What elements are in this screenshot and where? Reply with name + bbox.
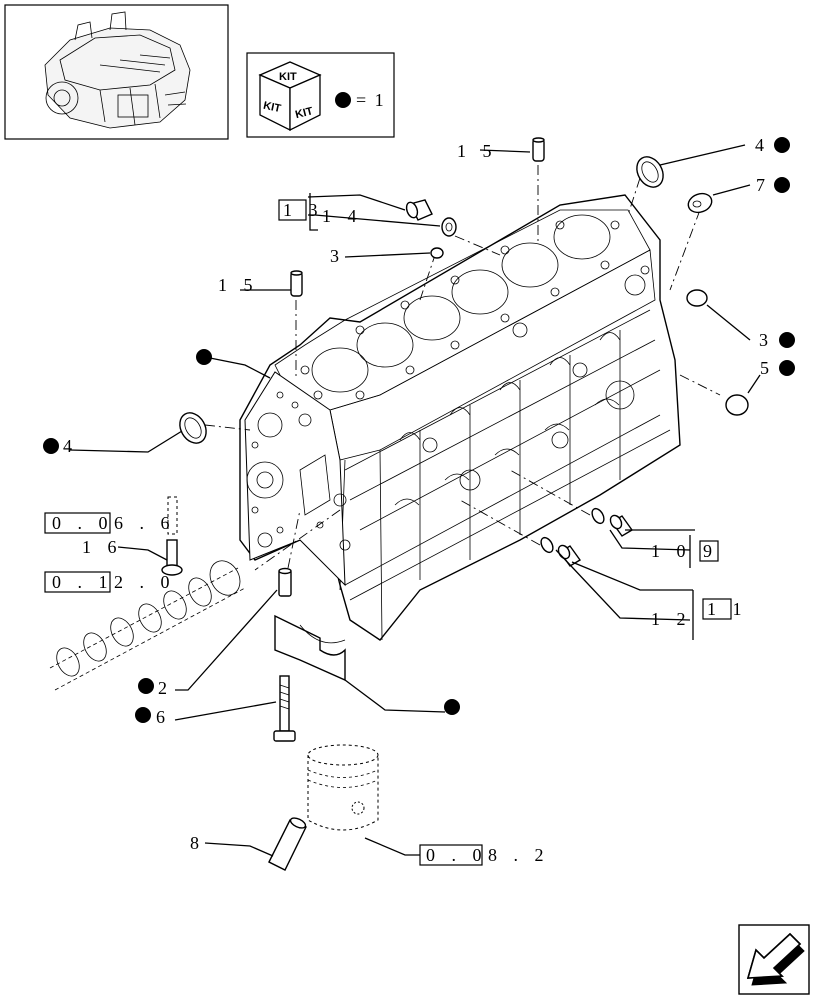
callout-3-right[interactable]: 3 xyxy=(759,330,774,350)
callout-15-top[interactable]: 1 5 xyxy=(457,141,498,161)
kit-text-top: KIT xyxy=(279,71,297,83)
callout-13[interactable]: 1 3 xyxy=(283,200,324,220)
sealing-washer-14[interactable] xyxy=(441,217,457,237)
callout-10[interactable]: 1 0 xyxy=(651,541,692,561)
kit-legend: KIT KIT KIT = 1 xyxy=(246,52,395,138)
cap-bolt-6[interactable] xyxy=(273,675,296,742)
cup-plug-top[interactable] xyxy=(430,247,444,259)
arrow-left-down-icon[interactable] xyxy=(738,924,810,995)
ref-066-box-text[interactable]: 0 . 0 xyxy=(52,513,114,533)
kit-markers xyxy=(43,137,795,723)
engine-thumbnail-icon[interactable] xyxy=(4,4,229,140)
callout-3-top[interactable]: 3 xyxy=(330,246,345,266)
expansion-plug[interactable] xyxy=(725,394,749,416)
callout-4-top[interactable]: 4 xyxy=(755,135,770,155)
callout-14[interactable]: 1 4 xyxy=(322,206,363,226)
main-bearing-cap[interactable] xyxy=(274,614,346,682)
hidden-tappet xyxy=(167,496,178,535)
callout-2[interactable]: 2 xyxy=(158,678,173,698)
ref-082-box xyxy=(419,844,483,866)
threaded-plug-13[interactable] xyxy=(405,199,433,221)
kit-equals-label: = 1 xyxy=(356,90,386,110)
callout-16[interactable]: 1 6 xyxy=(82,537,123,557)
black-dot-icon xyxy=(774,177,790,193)
seal-ring-top[interactable] xyxy=(632,152,669,192)
dowel-sleeve-2[interactable] xyxy=(278,567,292,597)
ref-082-box-text[interactable]: 0 . 0 xyxy=(426,845,488,865)
black-dot-icon xyxy=(138,678,154,694)
ref-066-box xyxy=(44,512,111,534)
piston-hidden xyxy=(307,744,379,831)
black-dot-icon xyxy=(43,438,59,454)
callout-11[interactable]: 1 1 xyxy=(707,599,748,619)
black-dot-icon xyxy=(779,360,795,376)
dowel-pin-top[interactable] xyxy=(532,137,545,162)
camshaft[interactable] xyxy=(49,556,246,691)
black-dot-icon xyxy=(196,349,212,365)
center-lines xyxy=(204,165,721,571)
callout-13-box xyxy=(278,199,307,221)
callout-12[interactable]: 1 2 xyxy=(651,609,692,629)
ref-012-box-text[interactable]: 0 . 1 xyxy=(52,572,114,592)
black-dot-icon xyxy=(444,699,460,715)
seal-ring-left[interactable] xyxy=(175,408,212,448)
callout-8[interactable]: 8 xyxy=(190,833,205,853)
engine-block[interactable] xyxy=(239,194,681,641)
kit-cube-icon: KIT KIT KIT xyxy=(258,61,322,132)
ref-012-tail[interactable]: 2 . 0 xyxy=(114,572,176,592)
cup-plug-right[interactable] xyxy=(686,289,708,307)
callout-5[interactable]: 5 xyxy=(760,358,775,378)
ref-066-tail[interactable]: 6 . 6 xyxy=(114,513,176,533)
black-dot-icon xyxy=(335,92,351,108)
callout-15-left[interactable]: 1 5 xyxy=(218,275,259,295)
cylinder-bores xyxy=(311,214,611,393)
callout-6[interactable]: 6 xyxy=(156,707,171,727)
black-dot-icon xyxy=(779,332,795,348)
ref-012-box xyxy=(44,571,111,593)
kit-text-right: KIT xyxy=(294,105,314,121)
leader-lines xyxy=(69,144,761,857)
sealing-ring-12[interactable] xyxy=(539,536,556,555)
callout-4-left[interactable]: 4 xyxy=(63,436,78,456)
callout-7[interactable]: 7 xyxy=(756,175,771,195)
callout-9[interactable]: 9 xyxy=(703,541,718,561)
kit-text-left: KIT xyxy=(262,100,282,115)
dowel-pin-left[interactable] xyxy=(290,270,303,297)
black-dot-icon xyxy=(135,707,151,723)
black-dot-icon xyxy=(774,137,790,153)
piston-pin-8[interactable] xyxy=(268,816,307,871)
sealing-ring-10[interactable] xyxy=(590,507,607,526)
callout-labels: 1 5 4 7 1 3 1 4 3 1 5 3 5 4 0 . 0 6 . 6 … xyxy=(44,135,775,866)
callout-9-box xyxy=(699,540,719,562)
callout-11-box xyxy=(702,598,732,620)
bolt-16[interactable] xyxy=(161,539,183,576)
ref-082-tail[interactable]: 8 . 2 xyxy=(488,845,550,865)
bushing[interactable] xyxy=(686,190,715,215)
